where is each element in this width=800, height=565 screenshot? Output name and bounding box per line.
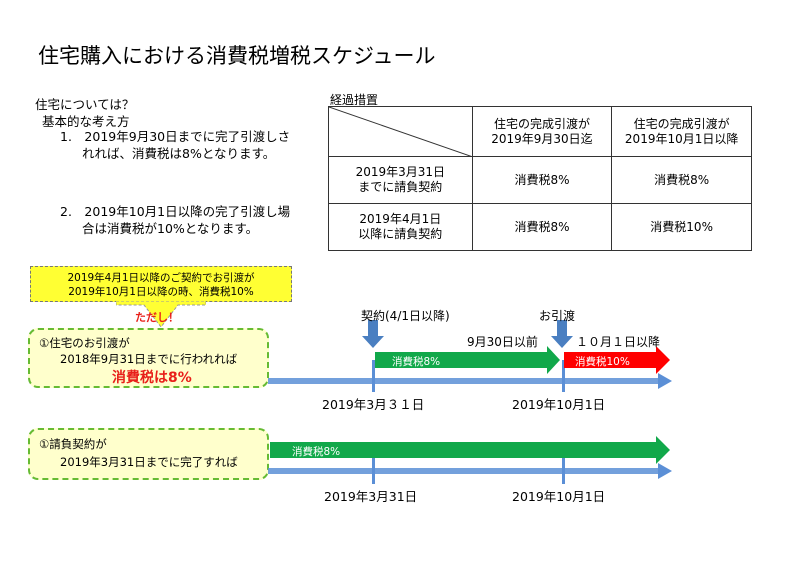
- timeline1-tick-mar31: [372, 360, 375, 392]
- timeline1-date-mar31: 2019年3月３１日: [322, 397, 425, 412]
- row1-header-line2: までに請負契約: [358, 180, 443, 194]
- caveat-line1: 2019年4月1日以降のご契約でお引渡が: [67, 272, 255, 284]
- caveat-line2: 2019年10月1日以降の時、消費税10%: [68, 286, 254, 298]
- timeline1-tick-oct1: [562, 360, 565, 392]
- table-header-col1: 住宅の完成引渡が 2019年9月30日迄: [471, 106, 613, 157]
- case2-line1: ①請負契約が: [39, 437, 107, 451]
- basics-item-2: 2. 2019年10月1日以降の完了引渡し場 合は消費税が10%となります。: [60, 203, 322, 237]
- case1-box: ①住宅のお引渡が 2018年9月31日までに行われれば 消費税は8%: [28, 328, 269, 388]
- caveat-down-arrow: [116, 301, 206, 328]
- timeline1-green-band: [375, 352, 547, 368]
- timeline2-base-arrowhead: [658, 463, 672, 479]
- table-cell-r1c1: 消費税8%: [471, 156, 613, 204]
- case1-line1: ①住宅のお引渡が: [39, 336, 130, 350]
- row2-header-line1: 2019年4月1日: [359, 212, 442, 226]
- basics-subheading: 基本的な考え方: [42, 114, 130, 129]
- row1-header-line1: 2019年3月31日: [355, 165, 446, 179]
- header-col1-line1: 住宅の完成引渡が: [493, 116, 590, 131]
- timeline1-base-arrowhead: [658, 373, 672, 389]
- table-row1-header: 2019年3月31日 までに請負契約: [328, 156, 473, 204]
- handover-marker-head: [551, 336, 573, 348]
- timeline2-green-band: [270, 442, 656, 458]
- timeline1-date-oct1: 2019年10月1日: [512, 397, 606, 412]
- contract-marker-head: [362, 336, 384, 348]
- basics-item-1-line2: れれば、消費税は8%となります。: [82, 146, 276, 161]
- case1-tax-result: 消費税は8%: [112, 370, 192, 386]
- contract-label: 契約(4/1日以降): [361, 309, 450, 323]
- timeline2-date-oct1: 2019年10月1日: [512, 489, 606, 504]
- timeline1-graphic: [268, 320, 672, 392]
- contract-marker-shaft: [368, 320, 378, 336]
- basics-item-1-line1: 1. 2019年9月30日までに完了引渡しさ: [60, 129, 291, 144]
- case2-line2: 2019年3月31日までに完了すれば: [60, 455, 238, 469]
- timeline2-green-arrowhead: [656, 436, 670, 464]
- header-col2-line1: 住宅の完成引渡が: [633, 116, 730, 131]
- timeline2-graphic: [268, 436, 672, 484]
- table-cell-r1c2: 消費税8%: [611, 156, 752, 204]
- basics-item-2-line2: 合は消費税が10%となります。: [82, 221, 259, 236]
- basics-item-1: 1. 2019年9月30日までに完了引渡しさ れれば、消費税は8%となります。: [60, 128, 322, 162]
- basics-item-2-line1: 2. 2019年10月1日以降の完了引渡し場: [60, 204, 291, 219]
- timeline2-date-mar31: 2019年3月31日: [324, 489, 418, 504]
- timeline1-red-band: [564, 352, 656, 368]
- timeline1-base-line: [268, 378, 658, 384]
- table-header-col2: 住宅の完成引渡が 2019年10月1日以降: [611, 106, 752, 157]
- timeline2-base-line: [268, 468, 658, 474]
- timeline2-green-label: 消費税8%: [292, 446, 341, 458]
- header-col1-line2: 2019年9月30日迄: [491, 131, 593, 146]
- after-label: １０月１日以降: [576, 335, 661, 349]
- caveat-callout: 2019年4月1日以降のご契約でお引渡が 2019年10月1日以降の時、消費税1…: [30, 266, 292, 302]
- case2-box: ①請負契約が 2019年3月31日までに完了すれば: [28, 428, 269, 480]
- timeline1-red-label: 消費税10%: [575, 356, 630, 368]
- table-corner-cell: [328, 106, 473, 157]
- timeline1-green-label: 消費税8%: [392, 356, 441, 368]
- timeline2-tick-oct1: [562, 456, 565, 484]
- handover-marker-shaft: [557, 320, 567, 336]
- page-title: 住宅購入における消費税増税スケジュール: [38, 44, 436, 68]
- timeline1-green-arrowhead: [547, 346, 560, 374]
- header-col2-line2: 2019年10月1日以降: [624, 131, 739, 146]
- tadashi-label: ただし！: [135, 311, 179, 324]
- handover-label: お引渡: [539, 309, 576, 323]
- transition-caption: 経過措置: [330, 93, 379, 107]
- diagonal-line: [329, 107, 473, 157]
- before-label: 9月30日以前: [467, 335, 538, 349]
- case1-line2: 2018年9月31日までに行われれば: [60, 352, 238, 366]
- table-cell-r2c2: 消費税10%: [611, 203, 752, 251]
- transition-table: 住宅の完成引渡が 2019年9月30日迄 住宅の完成引渡が 2019年10月1日…: [328, 106, 752, 251]
- basics-heading: 住宅については？: [35, 97, 135, 112]
- row2-header-line2: 以降に請負契約: [358, 227, 443, 241]
- timeline2-tick-mar31: [372, 456, 375, 484]
- timeline1-red-arrowhead: [656, 346, 670, 374]
- table-cell-r2c1: 消費税8%: [471, 203, 613, 251]
- table-row2-header: 2019年4月1日 以降に請負契約: [328, 203, 473, 251]
